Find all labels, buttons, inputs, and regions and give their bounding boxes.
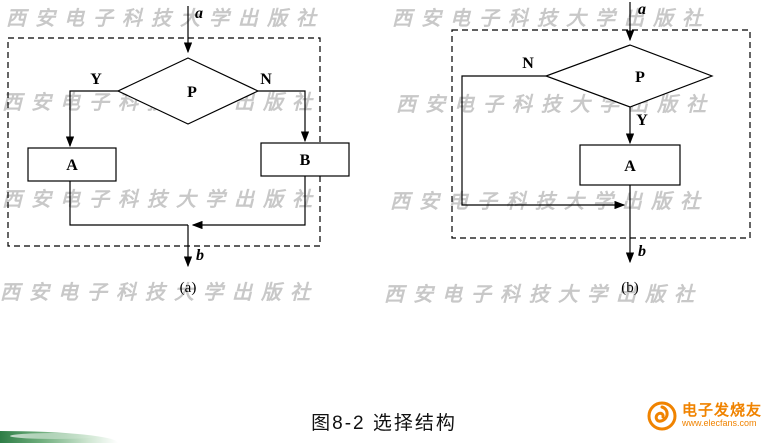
no-branch-label-b: N: [522, 55, 534, 72]
process-label-a-left: A: [66, 157, 78, 174]
dashed-boundary-b: [451, 29, 751, 239]
slide-corner-decoration: [0, 431, 118, 443]
panel-label-a: (a): [180, 280, 197, 296]
entry-label-a: a: [195, 5, 203, 22]
no-branch-label-a: N: [260, 71, 272, 88]
process-label-b: A: [624, 158, 636, 175]
merge-line-right-a: [191, 176, 306, 230]
elecfans-logo-icon: [647, 401, 677, 431]
flowchart-b: a P N Y A b (b): [451, 1, 751, 296]
elecfans-logo: 电子发烧友 www.elecfans.com: [647, 401, 762, 431]
process-label-a-right: B: [300, 152, 311, 169]
merge-line-left-a: [69, 181, 188, 226]
no-branch-line-a: [258, 90, 310, 143]
panel-label-b: (b): [621, 280, 639, 296]
yes-branch-label-a: Y: [90, 71, 102, 88]
yes-branch-label-b: Y: [636, 112, 648, 129]
decision-diamond-b: [544, 44, 714, 108]
condition-label-b: P: [635, 69, 645, 86]
exit-label-b: b: [638, 243, 646, 260]
process-box-a-right: [260, 142, 350, 177]
no-bypass-line-b: [461, 75, 626, 210]
condition-label-a: P: [187, 84, 197, 101]
logo-name: 电子发烧友: [681, 402, 762, 420]
exit-label-a: b: [196, 247, 204, 264]
flowchart-a: a P Y N A B b (a): [7, 5, 350, 296]
process-box-a-left: [27, 147, 117, 182]
logo-url: www.elecfans.com: [681, 418, 757, 429]
figure-caption: 图8-2 选择结构: [311, 413, 457, 434]
entry-label-b: a: [638, 1, 646, 18]
process-box-b: [579, 144, 681, 186]
yes-branch-line-a: [65, 90, 118, 148]
dashed-boundary-a: [7, 37, 321, 247]
decision-diamond-a: [116, 57, 260, 125]
